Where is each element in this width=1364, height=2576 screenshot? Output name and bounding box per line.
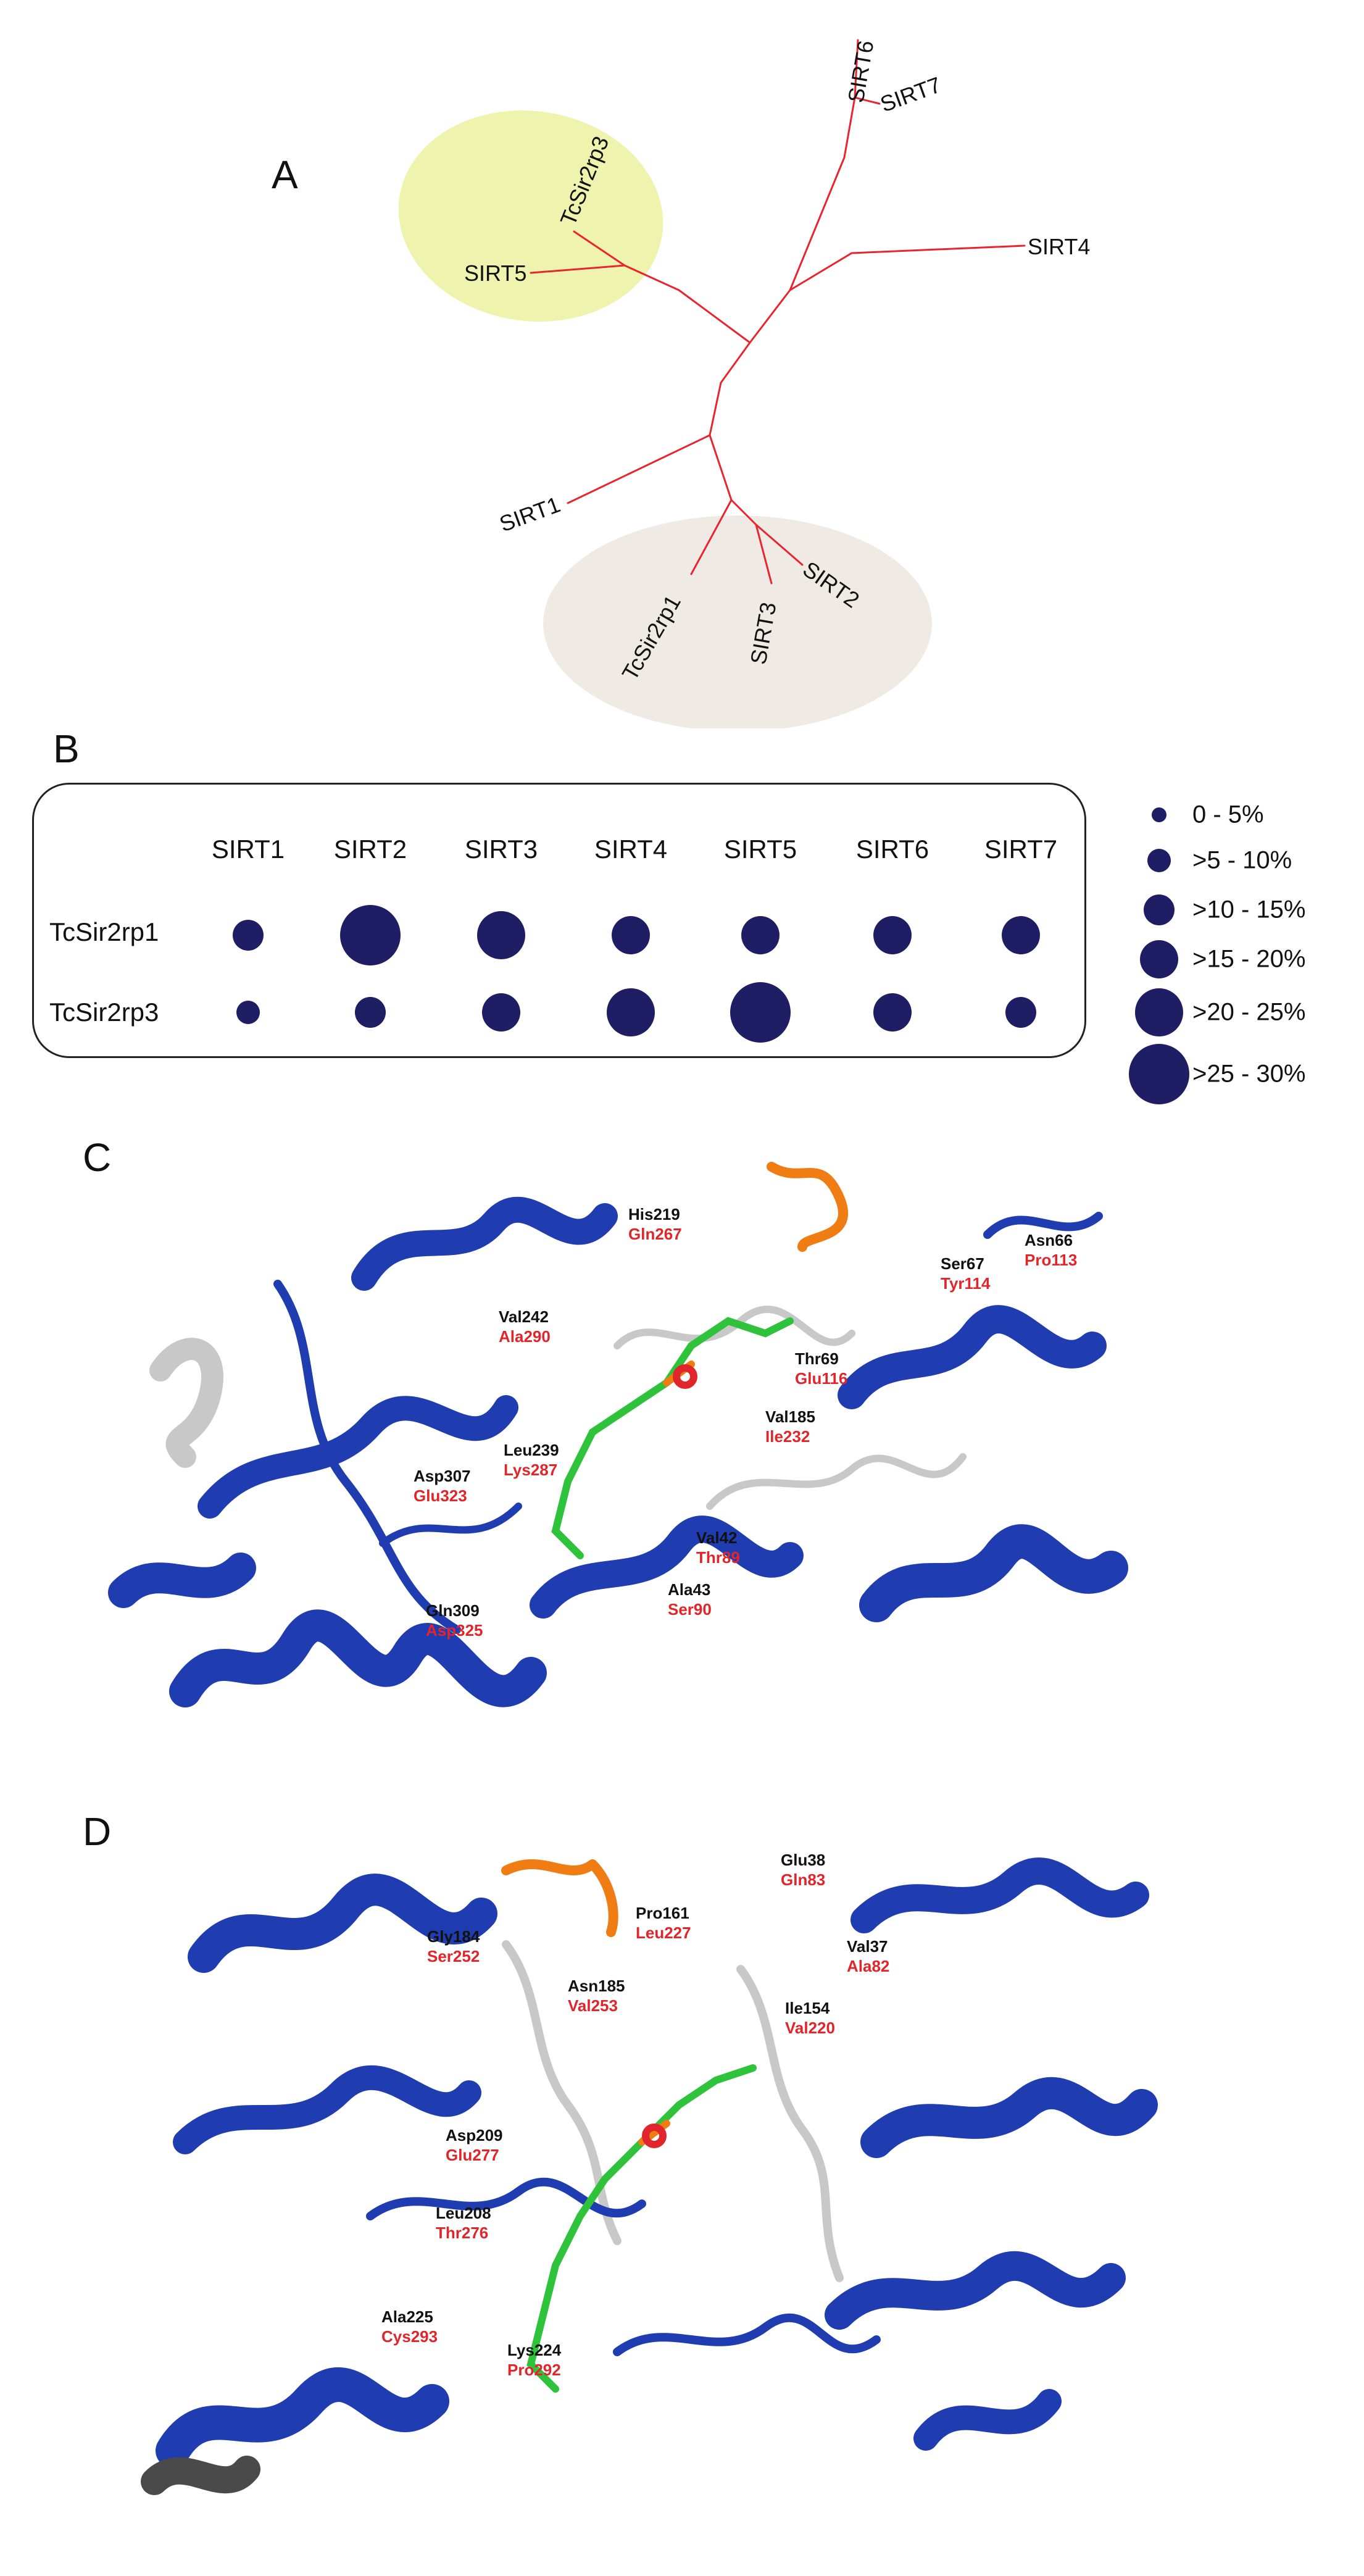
tree-branches [530,39,1026,585]
residue-d-glu38: Glu38 [781,1851,825,1869]
residue-d-cys293: Cys293 [381,2327,438,2346]
residue-d-glu277: Glu277 [446,2146,499,2164]
matrix-column-header-sirt6: SIRT6 [855,835,929,864]
matrix-column-header-sirt2: SIRT2 [333,835,407,864]
ligand-d [526,2064,757,2393]
identity-dot-tcsir2rp3-sirt3 [482,993,520,1032]
residue-labels-c: His219 Gln267 Asn66 Pro113 Ser67 Tyr114 … [414,1205,1077,1640]
legend-label-4: >20 - 25% [1192,998,1306,1026]
residue-c-asp325: Asp325 [426,1621,483,1640]
residue-c-thr89: Thr89 [696,1548,740,1567]
protein-ribbon-d [141,1857,1158,2495]
residue-d-val253: Val253 [568,1996,618,2015]
residue-d-gly184: Gly184 [427,1927,480,1946]
residue-c-ser67: Ser67 [941,1254,984,1273]
matrix-column-header-sirt1: SIRT1 [211,835,285,864]
legend-dot-1 [1147,849,1171,872]
legend-dot-3 [1140,940,1178,978]
residue-c-thr69: Thr69 [795,1349,839,1368]
matrix-row-label-tcsir2rp1: TcSir2rp1 [49,917,159,946]
residue-c-gln309: Gln309 [426,1601,480,1620]
residue-d-gln83: Gln83 [781,1870,825,1889]
identity-matrix-frame [32,783,1086,1058]
tcsir2rp3-cluster-highlight [398,110,663,322]
phylogenetic-tree: SIRT6 SIRT7 SIRT4 TcSir2rp3 SIRT5 SIRT1 … [398,38,1090,728]
identity-dot-tcsir2rp1-sirt5 [741,916,780,954]
leaf-label-sirt1: SIRT1 [496,491,563,536]
residue-c-lys287: Lys287 [504,1461,557,1479]
panel-label-d: D [83,1809,112,1854]
residue-c-glu116: Glu116 [795,1369,847,1388]
legend-label-1: >5 - 10% [1192,846,1292,874]
matrix-column-header-sirt3: SIRT3 [464,835,538,864]
residue-d-ala82: Ala82 [847,1957,889,1975]
identity-dot-tcsir2rp1-sirt2 [340,905,401,965]
residue-c-pro113: Pro113 [1025,1251,1077,1269]
leaf-label-sirt6: SIRT6 [843,38,879,104]
matrix-column-header-sirt4: SIRT4 [594,835,668,864]
leaf-label-sirt7: SIRT7 [877,72,944,117]
residue-c-gln267: Gln267 [628,1225,682,1243]
identity-dot-tcsir2rp1-sirt7 [1002,916,1040,954]
legend-dot-2 [1144,894,1175,925]
residue-c-val242: Val242 [499,1307,549,1326]
residue-d-pro292: Pro292 [507,2361,561,2379]
legend-dot-4 [1135,988,1183,1036]
identity-dot-tcsir2rp3-sirt4 [607,988,655,1036]
tcsir2rp1-cluster-highlight [543,515,932,728]
residue-d-lys224: Lys224 [507,2341,562,2359]
residue-c-tyr114: Tyr114 [941,1274,991,1293]
residue-c-ser90: Ser90 [668,1600,712,1619]
panel-label-c: C [83,1135,112,1180]
identity-dot-tcsir2rp3-sirt6 [873,993,912,1032]
identity-dot-tcsir2rp3-sirt1 [236,1001,260,1024]
identity-dot-tcsir2rp1-sirt3 [477,911,525,959]
residue-c-ala290: Ala290 [499,1327,551,1346]
identity-dot-tcsir2rp1-sirt1 [233,920,264,951]
matrix-row-label-tcsir2rp3: TcSir2rp3 [49,998,159,1027]
residue-c-asp307: Asp307 [414,1467,471,1485]
legend-label-5: >25 - 30% [1192,1060,1306,1088]
residue-d-pro161: Pro161 [636,1904,689,1922]
identity-dot-tcsir2rp3-sirt7 [1005,997,1036,1028]
matrix-column-header-sirt5: SIRT5 [723,835,797,864]
residue-d-asp209: Asp209 [446,2126,503,2145]
residue-d-val37: Val37 [847,1937,888,1956]
residue-c-ile232: Ile232 [765,1427,810,1446]
legend-label-0: 0 - 5% [1192,801,1264,828]
residue-d-ile154: Ile154 [785,1999,830,2017]
panel-label-b: B [53,727,80,771]
residue-c-val185: Val185 [765,1407,815,1426]
identity-dot-tcsir2rp1-sirt6 [873,916,912,954]
residue-c-ala43: Ala43 [668,1580,710,1599]
structure-panel-d: Glu38 Gln83 Pro161 Leu227 Gly184 Ser252 … [141,1851,1158,2495]
residue-labels-d: Glu38 Gln83 Pro161 Leu227 Gly184 Ser252 … [381,1851,889,2379]
residue-d-val220: Val220 [785,2019,835,2037]
residue-c-glu323: Glu323 [414,1486,467,1505]
panel-label-a: A [272,152,298,197]
residue-d-ser252: Ser252 [427,1947,480,1965]
protein-ribbon-c [108,1162,1128,1707]
identity-dot-tcsir2rp3-sirt2 [355,997,386,1028]
legend-label-2: >10 - 15% [1192,896,1306,923]
residue-c-val42: Val42 [696,1528,738,1547]
residue-c-asn66: Asn66 [1025,1231,1073,1249]
structure-panel-c: His219 Gln267 Asn66 Pro113 Ser67 Tyr114 … [108,1162,1128,1707]
residue-d-ala225: Ala225 [381,2307,433,2326]
legend-dot-5 [1129,1044,1189,1104]
residue-d-asn185: Asn185 [568,1977,625,1995]
leaf-label-sirt5: SIRT5 [464,261,526,286]
ligand-c [551,1317,794,1559]
residue-d-leu208: Leu208 [436,2204,491,2222]
identity-dot-tcsir2rp3-sirt5 [730,982,791,1043]
residue-c-leu239: Leu239 [504,1441,559,1459]
leaf-label-sirt4: SIRT4 [1028,234,1090,259]
legend-dot-0 [1152,807,1166,822]
residue-d-thr276: Thr276 [436,2224,488,2242]
residue-c-his219: His219 [628,1205,680,1223]
matrix-column-header-sirt7: SIRT7 [984,835,1058,864]
residue-d-leu227: Leu227 [636,1924,691,1942]
identity-dot-tcsir2rp1-sirt4 [612,916,650,954]
legend-label-3: >15 - 20% [1192,945,1306,973]
